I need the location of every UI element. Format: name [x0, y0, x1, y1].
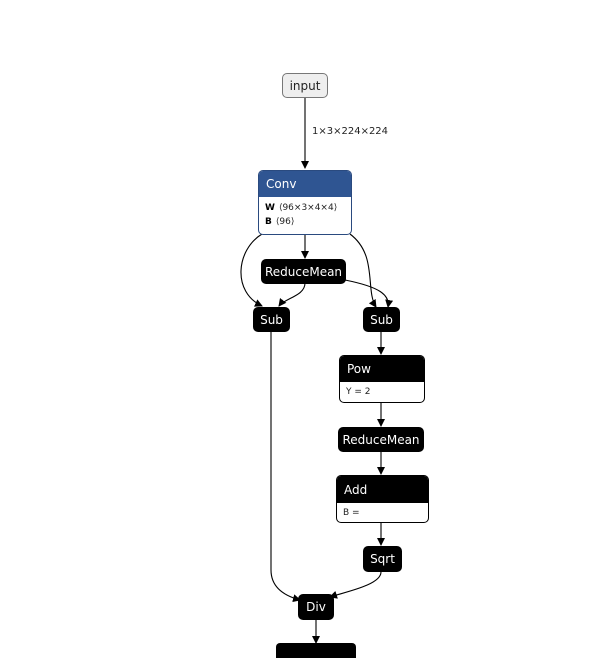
edge-sub-left-div: [270, 332, 301, 603]
edge-reducemean-sub-right: [344, 279, 394, 308]
add-node[interactable]: Add B = 9.99999997...: [336, 475, 429, 523]
reducemean-node-1[interactable]: ReduceMean: [261, 259, 346, 284]
pow-header: Pow: [340, 356, 424, 382]
pow-node[interactable]: Pow Y = 2: [339, 355, 425, 403]
reducemean-1-title: ReduceMean: [264, 264, 343, 279]
sqrt-node[interactable]: Sqrt: [363, 546, 402, 572]
pow-attr: Y = 2: [346, 387, 371, 397]
div-node[interactable]: Div: [298, 594, 334, 620]
edge-conv-sub-left: [240, 233, 263, 307]
conv-attrs: W⟨96×3×4×4⟩ B⟨96⟩: [259, 197, 351, 233]
edge-shape-label: 1×3×224×224: [312, 126, 389, 137]
sqrt-title: Sqrt: [370, 552, 395, 566]
div-title: Div: [306, 600, 326, 614]
attr-key: B: [265, 217, 272, 227]
input-label: input: [289, 78, 321, 93]
sub-node-left[interactable]: Sub: [253, 307, 290, 332]
conv-header: Conv: [259, 171, 351, 197]
input-node[interactable]: input: [282, 73, 328, 98]
conv-title: Conv: [266, 177, 297, 191]
edge-conv-sub-right: [349, 233, 377, 308]
attr-key: W: [265, 203, 275, 213]
attr-value: ⟨96⟩: [275, 217, 295, 227]
edge-sqrt-div: [329, 571, 382, 599]
sub-right-title: Sub: [370, 312, 393, 327]
add-title: Add: [344, 482, 368, 497]
reducemean-2-title: ReduceMean: [342, 432, 420, 447]
add-header: Add: [337, 476, 428, 503]
conv-node[interactable]: Conv W⟨96×3×4×4⟩ B⟨96⟩: [258, 170, 352, 235]
next-node-partial: [276, 643, 356, 658]
conv-attr-w: W⟨96×3×4×4⟩: [265, 201, 345, 215]
conv-attr-b: B⟨96⟩: [265, 215, 345, 229]
pow-title: Pow: [347, 362, 371, 376]
attr-value: ⟨96×3×4×4⟩: [278, 203, 338, 213]
sub-node-right[interactable]: Sub: [363, 307, 400, 332]
sub-left-title: Sub: [260, 312, 283, 327]
edge-reducemean-sub-left: [278, 282, 306, 307]
add-attr: B = 9.99999997...: [343, 508, 360, 518]
reducemean-node-2[interactable]: ReduceMean: [338, 427, 424, 452]
